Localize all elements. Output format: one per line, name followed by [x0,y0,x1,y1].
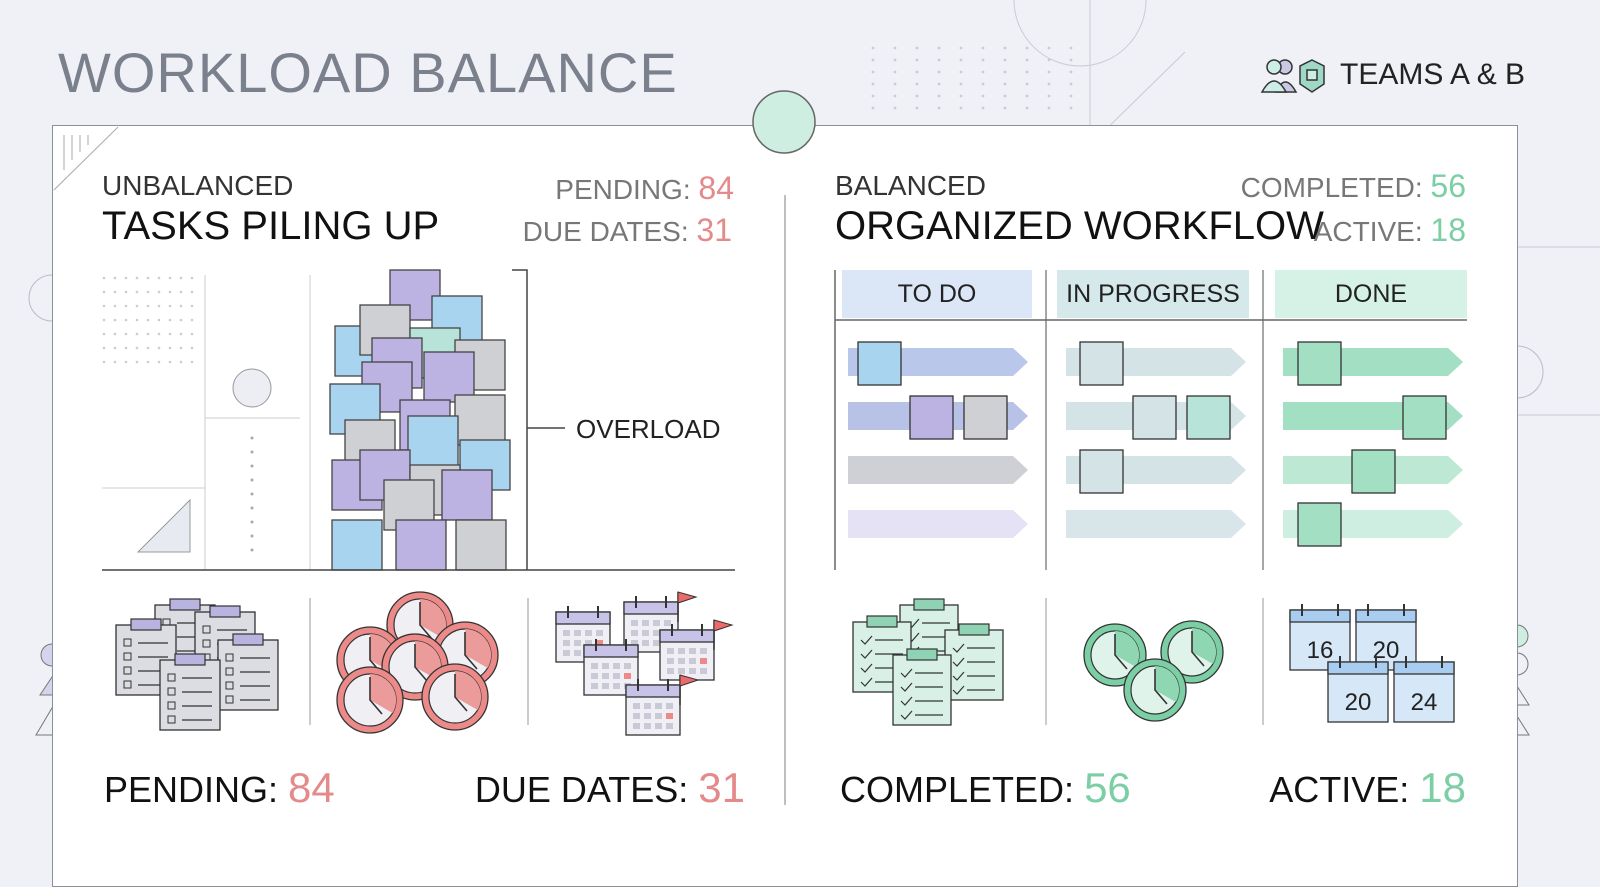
task-card [423,351,475,403]
calendar-date: 24 [1411,689,1438,716]
task-card [395,519,447,571]
task-pile [329,269,511,571]
teams-label: TEAMS A & B [1340,58,1526,91]
task-card [441,469,493,521]
team-people-icon [1260,59,1325,93]
page-title: WORKLOAD BALANCE [58,41,678,104]
task-card [1186,395,1231,440]
task-card [1079,449,1124,494]
footer-completed: COMPLETED: 56 [840,764,1131,811]
checklists-icon [852,598,1004,726]
active-stat: ACTIVE: 18 [1313,212,1466,248]
calendars-flags-icon [555,591,734,736]
column-in-progress: IN PROGRESS [1066,280,1240,308]
footer-pending: PENDING: 84 [104,764,335,811]
task-card [455,519,507,571]
task-card [1132,395,1177,440]
balanced-kicker: BALANCED [835,170,986,201]
task-card [454,394,506,446]
unbalanced-kicker: UNBALANCED [102,170,294,201]
workflow-board [848,341,1463,547]
teams-badge [1258,56,1338,96]
due-dates-stat: DUE DATES: 31 [522,212,732,248]
task-card [407,415,459,467]
calendar-date: 20 [1345,689,1372,716]
clipboards-icon [115,598,279,731]
task-arrow [1066,510,1246,538]
right-heading: ORGANIZED WORKFLOW [835,204,1324,248]
clocks-icon [1083,620,1224,722]
left-heading: TASKS PILING UP [102,204,440,248]
completed-stat: COMPLETED: 56 [1240,168,1466,204]
footer-active: ACTIVE: 18 [1269,764,1466,811]
task-arrow [848,456,1028,484]
calendar-date: 16 [1307,637,1334,664]
task-card [1351,449,1396,494]
calendar-date: 20 [1373,637,1400,664]
column-done: DONE [1334,280,1408,308]
task-card [963,395,1008,440]
footer-due-dates: DUE DATES: 31 [474,764,745,811]
task-card [1297,341,1342,386]
overload-label: OVERLOAD [576,414,721,444]
task-card [857,341,902,386]
pending-stat: PENDING: 84 [555,170,734,206]
task-card [1079,341,1124,386]
overdue-clocks-icon [336,591,499,734]
task-card [1297,502,1342,547]
task-card [909,395,954,440]
column-todo: TO DO [897,280,977,308]
task-card [1402,395,1447,440]
task-card [331,519,383,571]
task-arrow [848,510,1028,538]
